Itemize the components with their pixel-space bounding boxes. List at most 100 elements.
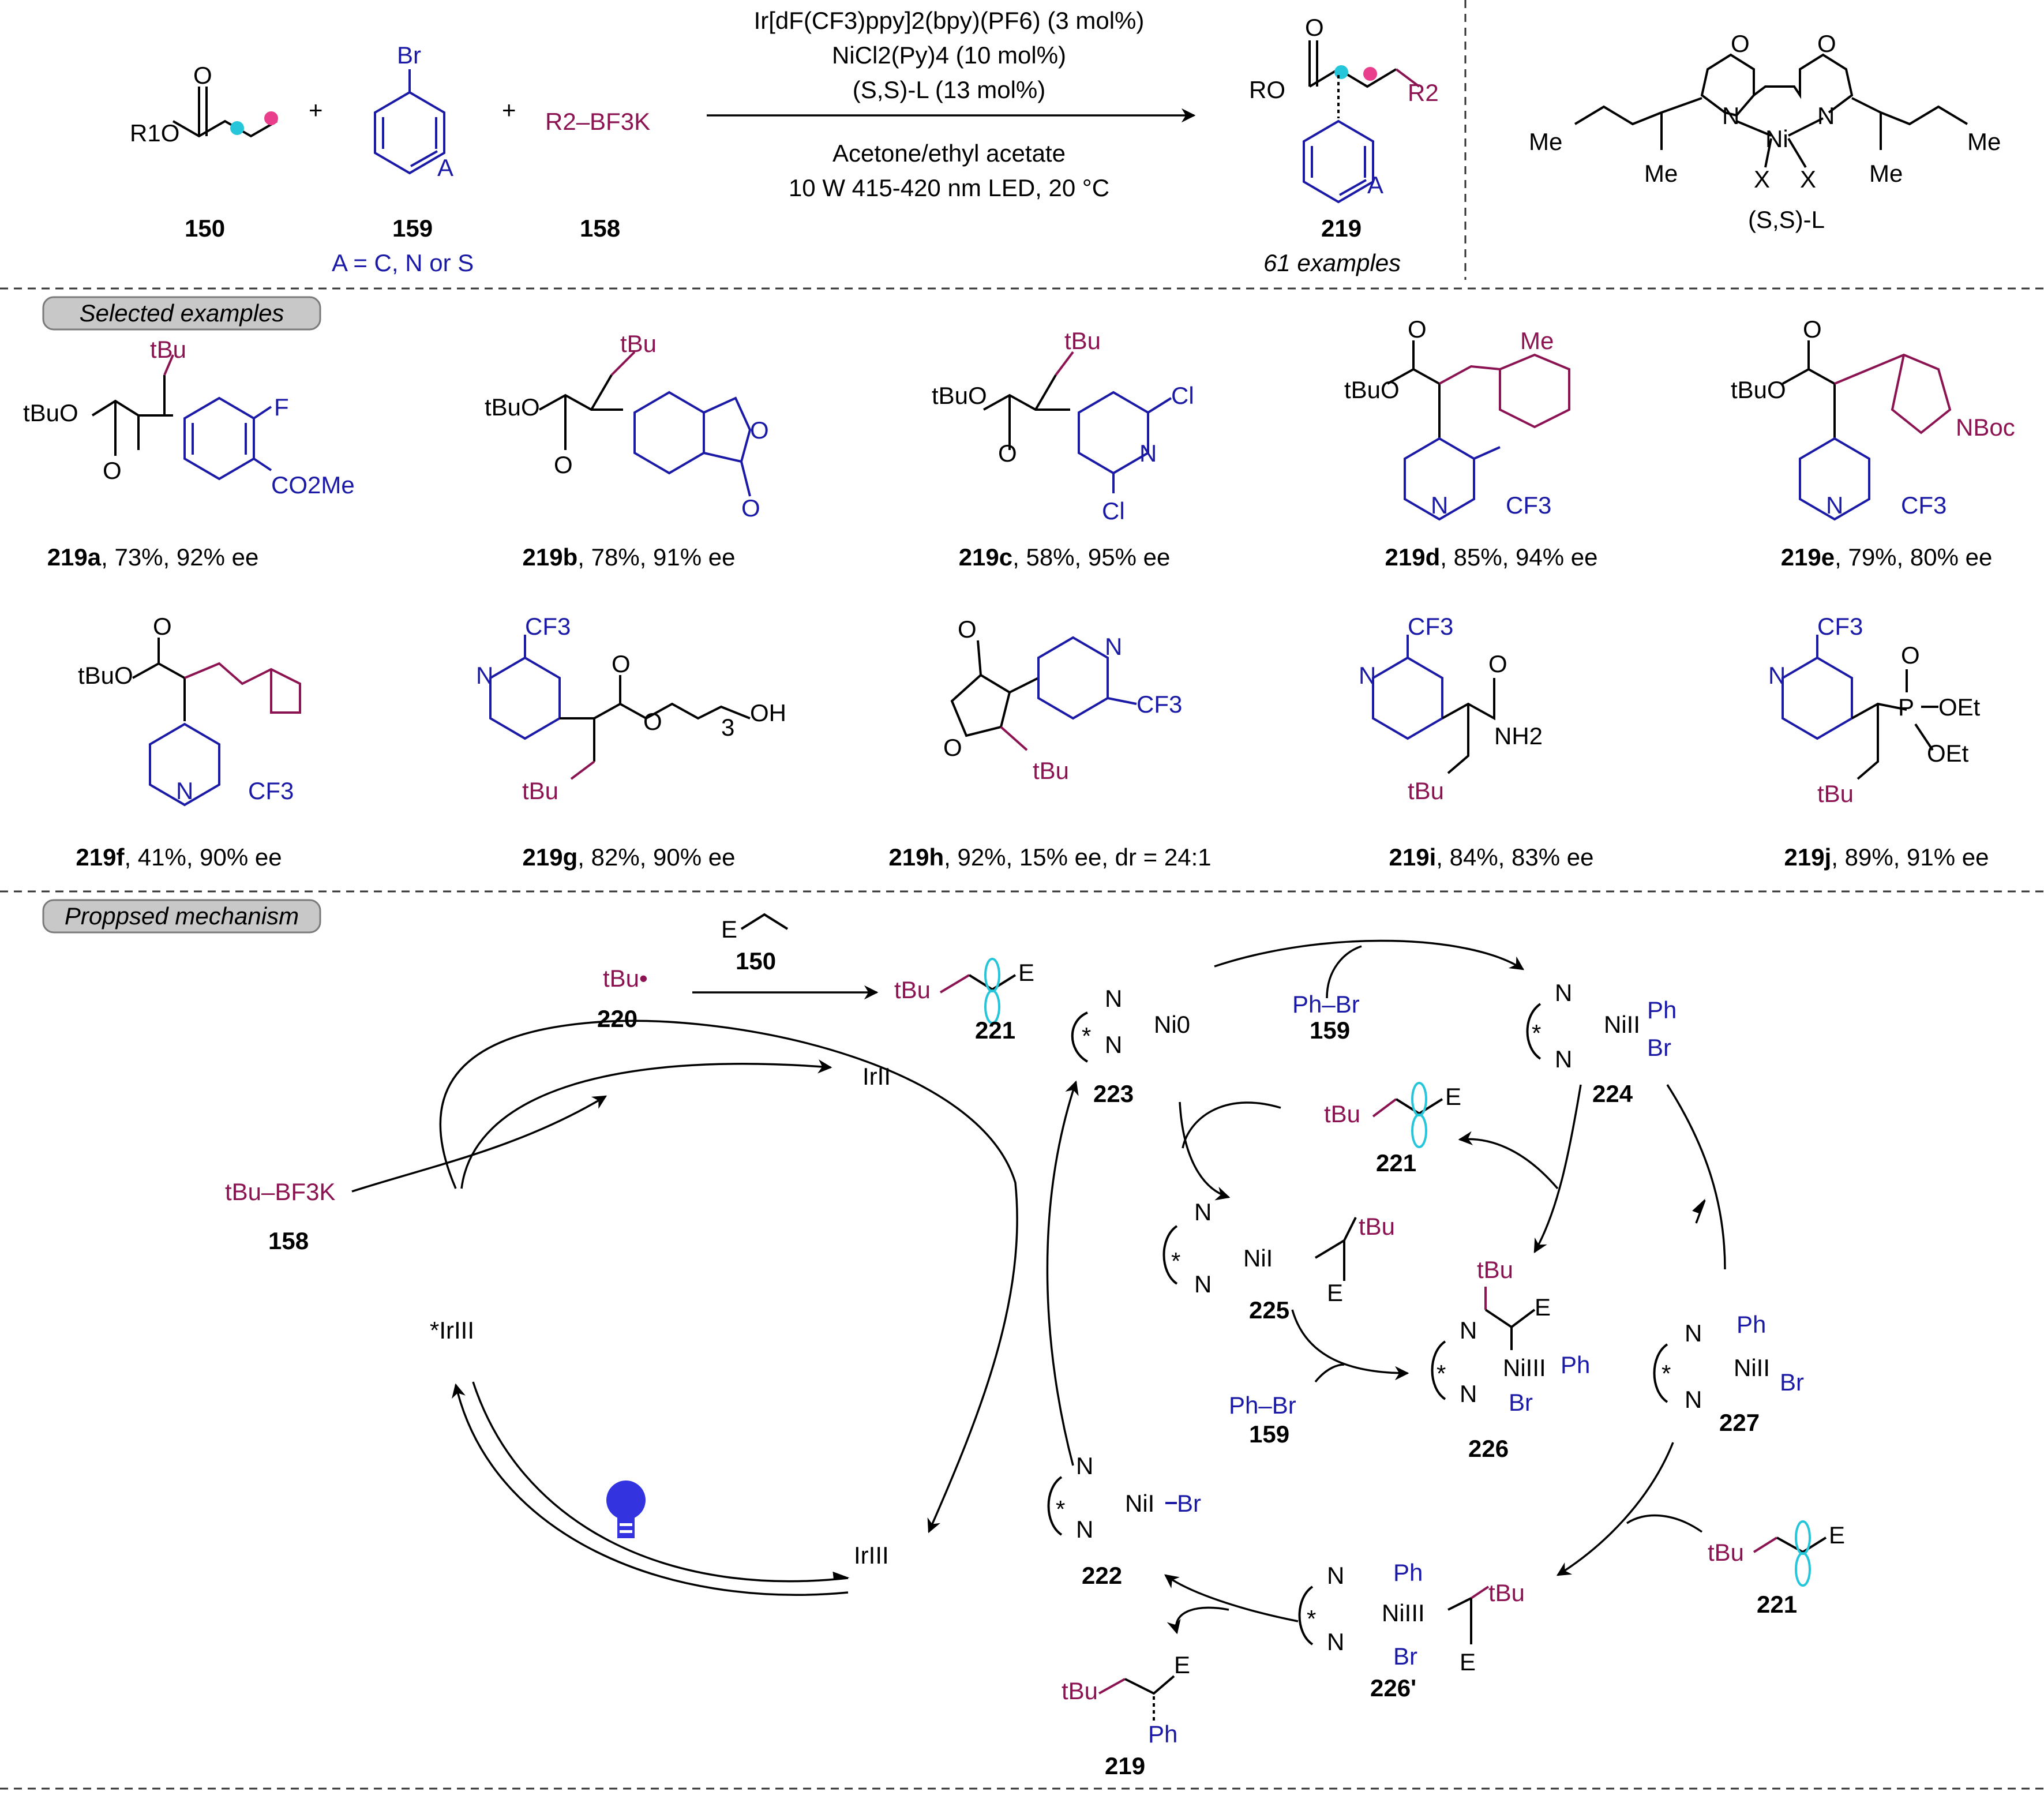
label-oet: OEt — [1938, 694, 1981, 721]
svg-text:219h, 92%, 15% ee, dr = 24:1: 219h, 92%, 15% ee, dr = 24:1 — [888, 844, 1211, 871]
label-oet: OEt — [1927, 740, 1969, 767]
label-e: E — [1829, 1521, 1845, 1549]
arrow-224-to-226 — [1533, 1084, 1582, 1254]
label-ph: Ph — [1148, 1721, 1177, 1748]
a-definition: A = C, N or S — [332, 249, 474, 276]
caption-219i: 219i, 84%, 83% ee — [1389, 844, 1594, 871]
arrow-226p-to-222 — [1164, 1574, 1299, 1622]
label-n: N — [1685, 1386, 1702, 1413]
example-219b: tBu tBuO O O O — [485, 330, 769, 522]
label-o: O — [943, 734, 962, 761]
stats-219f: , 41%, 90% ee — [124, 844, 282, 871]
label-tbu: tBu — [1033, 757, 1069, 784]
label-sub3: 3 — [721, 714, 734, 741]
label-ni3: NiIII — [1382, 1599, 1425, 1626]
label-tbuo: tBuO — [23, 399, 78, 426]
pill-mechanism-label: Proppsed mechanism — [65, 902, 299, 930]
compound-226: 226 — [1468, 1435, 1509, 1462]
label-o: O — [998, 440, 1017, 467]
label-o: O — [1901, 642, 1920, 669]
ir3: IrIII — [854, 1542, 889, 1569]
compound-227: 227 — [1719, 1409, 1760, 1436]
arrow-158-to-220 — [351, 1095, 607, 1193]
compound-221: 221 — [1376, 1149, 1416, 1176]
examples-grid: tBu tBuO O F CO2Me tBu tBuO O O O tBu tB… — [23, 316, 2015, 871]
arrow-227-eq — [1692, 1198, 1706, 1224]
label-tbu: tBu — [1408, 777, 1444, 804]
label-n: N — [476, 662, 493, 689]
example-219j: CF3 N O P OEt OEt tBu — [1768, 613, 1981, 807]
label-cf3: CF3 — [525, 613, 571, 640]
arrow-223-to-224 — [1214, 939, 1525, 970]
label-tbu: tBu — [1324, 1100, 1360, 1127]
complex-226: tBu E N N * NiIII Ph Br 226 — [1431, 1256, 1590, 1462]
cond-solvent: Acetone/ethyl acetate — [832, 140, 1066, 167]
stats-219j: , 89%, 91% ee — [1831, 844, 1989, 871]
compound-221: 221 — [975, 1017, 1015, 1044]
compound-222: 222 — [1082, 1562, 1122, 1589]
id-219f: 219f — [76, 844, 125, 871]
radical-221c: tBu E 221 — [1708, 1520, 1845, 1618]
label-r1o: R1O — [130, 119, 179, 147]
structure-219: O RO R2 A 219 61 examples — [1249, 14, 1439, 276]
label-cf3: CF3 — [1817, 613, 1863, 640]
label-me: Me — [1967, 128, 2001, 155]
label-me: Me — [1520, 327, 1554, 354]
label-n: N — [1076, 1452, 1093, 1479]
label-me: Me — [1529, 128, 1562, 155]
label-ph: Ph — [1393, 1559, 1423, 1586]
compound-226p: 226' — [1370, 1674, 1416, 1701]
label-n: N — [1768, 662, 1786, 689]
compound-150: 150 — [185, 215, 225, 242]
complex-222: N N * NiI Br 222 — [1047, 1452, 1201, 1589]
stats-219a: , 73%, 92% ee — [101, 544, 258, 571]
label-p: P — [1898, 694, 1914, 721]
complex-224: N N * NiII Ph Br 224 — [1526, 979, 1677, 1107]
radical-221: tBu E 221 — [894, 958, 1034, 1044]
structure-150: O R1O 150 — [130, 62, 278, 242]
mechanism: tBu• 220 E 150 tBu E 221 IrII tBu–BF3K 1… — [225, 913, 1845, 1779]
complex-226p: N N * NiIII Ph Br tBu E 226' — [1298, 1559, 1525, 1701]
stats-219b: , 78%, 91% ee — [577, 544, 735, 571]
label-cf3: CF3 — [248, 777, 294, 804]
structure-ligand: O O N N Ni X X Me Me Me Me (S,S)-L — [1529, 30, 2001, 233]
arrow-223-to-225 — [1179, 1101, 1231, 1201]
label-e: E — [1018, 959, 1034, 986]
complex-227: N N * NiII Ph Br 227 — [1653, 1311, 1804, 1436]
cond-ligand: (S,S)-L (13 mol%) — [853, 76, 1046, 103]
compound-220: 220 — [597, 1005, 637, 1032]
label-o: O — [153, 613, 172, 640]
label-e: E — [1460, 1648, 1476, 1676]
label-oh: OH — [750, 699, 786, 726]
example-219f: tBuO O N CF3 — [78, 613, 301, 807]
label-cl: Cl — [1171, 382, 1194, 409]
stats-219c: , 58%, 95% ee — [1012, 544, 1170, 571]
label-e: E — [1445, 1083, 1461, 1110]
label-ro: RO — [1249, 76, 1285, 103]
alkene-bond — [740, 913, 789, 930]
lightbulb-icon — [606, 1481, 646, 1538]
label-cf3: CF3 — [1901, 492, 1947, 519]
label-n: N — [1722, 102, 1739, 129]
stats-219d: , 85%, 94% ee — [1440, 544, 1597, 571]
ir2: IrII — [862, 1063, 891, 1090]
label-n: N — [1555, 979, 1572, 1006]
example-219e: tBuO O NBoc N CF3 — [1731, 316, 2015, 521]
example-219g: CF3 N O O 3 OH tBu — [476, 613, 786, 804]
label-n: N — [1460, 1380, 1477, 1407]
label-star: * — [1437, 1360, 1446, 1387]
label-n: N — [1685, 1320, 1702, 1347]
label-e: E — [1535, 1294, 1551, 1321]
label-tbu: tBu — [522, 777, 558, 804]
label-n: N — [176, 777, 193, 804]
reaction-scheme: O R1O 150 + Br A 159 A = C, N or S + R2–… — [130, 0, 2001, 280]
label-cf3: CF3 — [1137, 691, 1182, 718]
label-o: O — [741, 494, 760, 522]
label-o: O — [1803, 316, 1822, 343]
label-n: N — [1431, 492, 1448, 519]
arrow-radical-release — [1458, 1131, 1559, 1190]
product-219: tBu E Ph 219 — [1062, 1651, 1190, 1779]
example-219i: CF3 N O NH2 tBu — [1359, 613, 1543, 804]
label-ni1: NiI — [1125, 1490, 1154, 1517]
